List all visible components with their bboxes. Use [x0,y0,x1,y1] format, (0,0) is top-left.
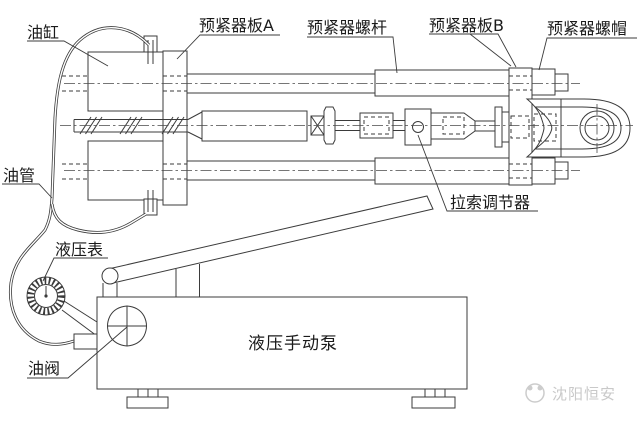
leader-lines [2,33,637,379]
oil-pipe-run [8,26,151,350]
oil-fitting-bottom [143,190,158,216]
lever-pivot [101,267,119,285]
center-lines [60,83,633,171]
clevis-eye [525,98,631,158]
label-plate-b: 预紧器板B [429,16,504,35]
label-pressure-gauge: 液压表 [55,240,103,259]
pump-foot-right [411,388,456,409]
watermark-text: 沈阳恒安 [552,385,616,403]
oil-valve-knob [107,305,147,347]
label-oil-pipe: 油管 [3,166,35,185]
screw-rod-lower-thick [374,157,510,185]
watermark: 沈阳恒安 [525,383,616,403]
label-screw-rod: 预紧器螺杆 [307,18,387,37]
gauge-ticks [27,277,65,315]
pretensioner-nut-lower [531,157,556,185]
screw-stub-upper [554,73,569,92]
washer-2 [501,111,510,143]
pump-inlet-fitting [73,333,98,350]
cable-socket-cone [187,111,203,140]
label-cable-adjuster: 拉索调节器 [450,193,530,212]
threaded-sleeve-right [430,112,476,140]
hydraulic-hand-pump [96,195,468,409]
cable-assembly [73,106,510,148]
link-rod-3 [474,120,496,132]
washer-1 [494,106,503,148]
label-oil-valve: 油阀 [28,359,60,378]
watermark-logo-icon [525,383,545,403]
cable-adjuster-block [404,108,432,146]
label-hand-pump: 液压手动泵 [248,334,338,354]
pretensioner-plate-b [508,67,533,186]
plate-b-assembly [508,67,631,186]
screw-rod-upper-thick [374,69,510,97]
oil-pipe-branch [50,203,147,234]
pretensioner-nut-upper [531,68,556,96]
pretensioner-plate-a [162,50,188,206]
label-oil-cylinder: 油缸 [27,23,59,42]
adjuster-hole [412,121,424,133]
label-plate-a: 预紧器板A [199,16,274,35]
pump-body [96,296,468,390]
hydraulic-pressure-gauge [26,276,98,337]
oil-cylinder-assembly [87,35,188,216]
label-nut: 预紧器螺帽 [547,19,627,38]
cable-socket [201,110,308,142]
labels: 油缸 预紧器板A 预紧器螺杆 预紧器板B 预紧器螺帽 油管 拉索调节器 液压表 … [3,16,627,378]
cable-hidden-in-plate-b [510,115,530,139]
cable-end-hidden [533,113,557,142]
pump-foot-left [126,388,169,409]
